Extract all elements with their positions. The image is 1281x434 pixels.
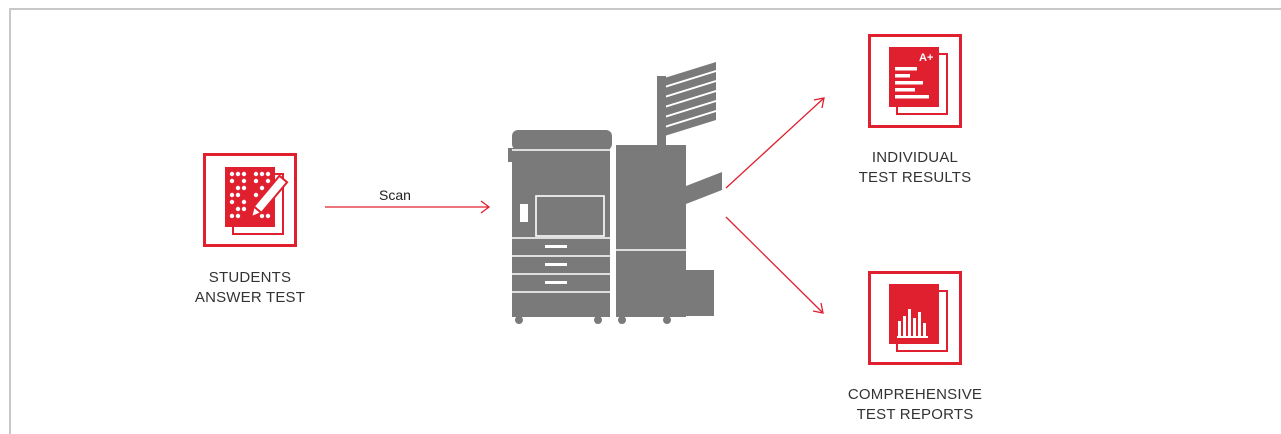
individual-results-label: INDIVIDUAL TEST RESULTS: [855, 148, 975, 188]
diagram-frame: [9, 8, 1281, 434]
students-label-line2: ANSWER TEST: [194, 289, 306, 306]
reports-arrow: [725, 216, 824, 314]
students-label: STUDENTS ANSWER TEST: [194, 268, 306, 308]
comprehensive-reports-label: COMPREHENSIVE TEST REPORTS: [840, 385, 990, 425]
graded-paper-icon: A+: [868, 34, 962, 128]
students-label-line1: STUDENTS: [208, 269, 292, 286]
individual-label-line2: TEST RESULTS: [858, 169, 972, 186]
reports-label-line2: TEST REPORTS: [856, 406, 974, 423]
scan-label: Scan: [379, 187, 411, 203]
grade-mark: A+: [919, 52, 933, 64]
bar-chart-report-icon: [868, 271, 962, 365]
reports-label-line1: COMPREHENSIVE: [847, 386, 983, 403]
individual-label-line1: INDIVIDUAL: [871, 149, 959, 166]
results-arrow: [725, 97, 825, 189]
answer-sheet-pencil-icon: [203, 153, 297, 247]
scan-arrow: [325, 200, 491, 214]
